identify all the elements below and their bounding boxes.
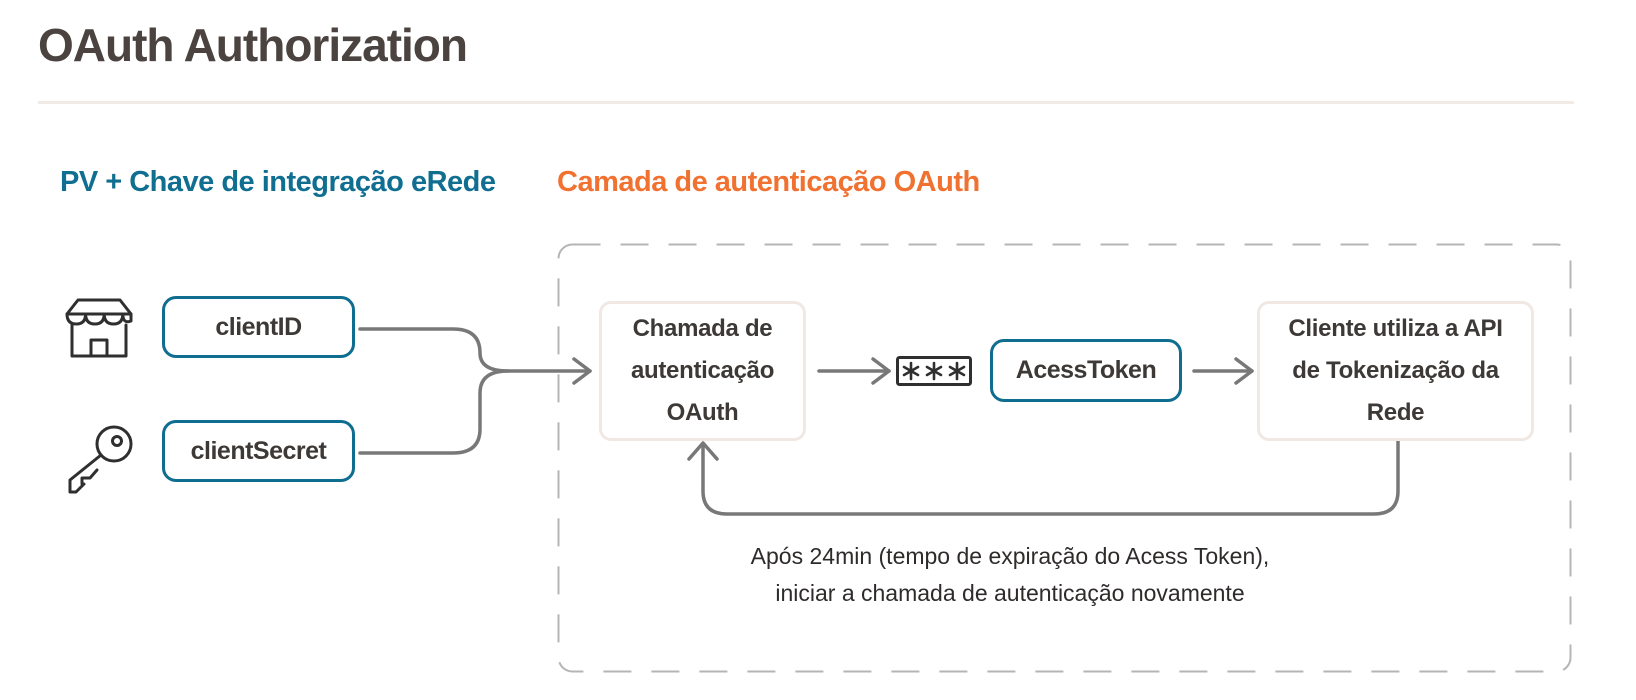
arrow-to-auth-call (572, 357, 592, 385)
client-secret-box: clientSecret (162, 420, 355, 482)
client-secret-connector (358, 369, 510, 455)
oauth-auth-call-label: Chamada de autenticação OAuth (630, 315, 775, 426)
tokenization-api-label: Cliente utiliza a API de Tokenização da … (1288, 315, 1503, 426)
title-divider (38, 101, 1574, 104)
store-icon (65, 298, 133, 358)
client-id-connector (358, 327, 592, 373)
token-expiry-note: Após 24min (tempo de expiração do Acess … (690, 538, 1330, 612)
masked-token-icon (896, 356, 972, 386)
key-icon (68, 425, 133, 494)
page-title: OAuth Authorization (38, 19, 468, 71)
client-id-box: clientID (162, 296, 355, 358)
access-token-box: AcessToken (990, 339, 1182, 402)
oauth-layer-heading: Camada de autenticação OAuth (557, 166, 980, 198)
oauth-layer-zone (557, 243, 1572, 673)
token-to-api-arrow (1234, 357, 1254, 385)
tokenization-api-box: Cliente utiliza a API de Tokenização da … (1257, 301, 1534, 441)
token-expiry-note-line-1: Após 24min (tempo de expiração do Acess … (750, 543, 1270, 569)
oauth-auth-call-box: Chamada de autenticação OAuth (599, 301, 806, 441)
pv-integration-heading: PV + Chave de integração eRede (60, 166, 496, 198)
token-expiry-note-line-2: iniciar a chamada de autenticação novame… (775, 580, 1245, 606)
renewal-loop-arrow (687, 441, 719, 461)
auth-to-token-arrow (871, 357, 891, 385)
renewal-loop-connector (701, 439, 1400, 516)
